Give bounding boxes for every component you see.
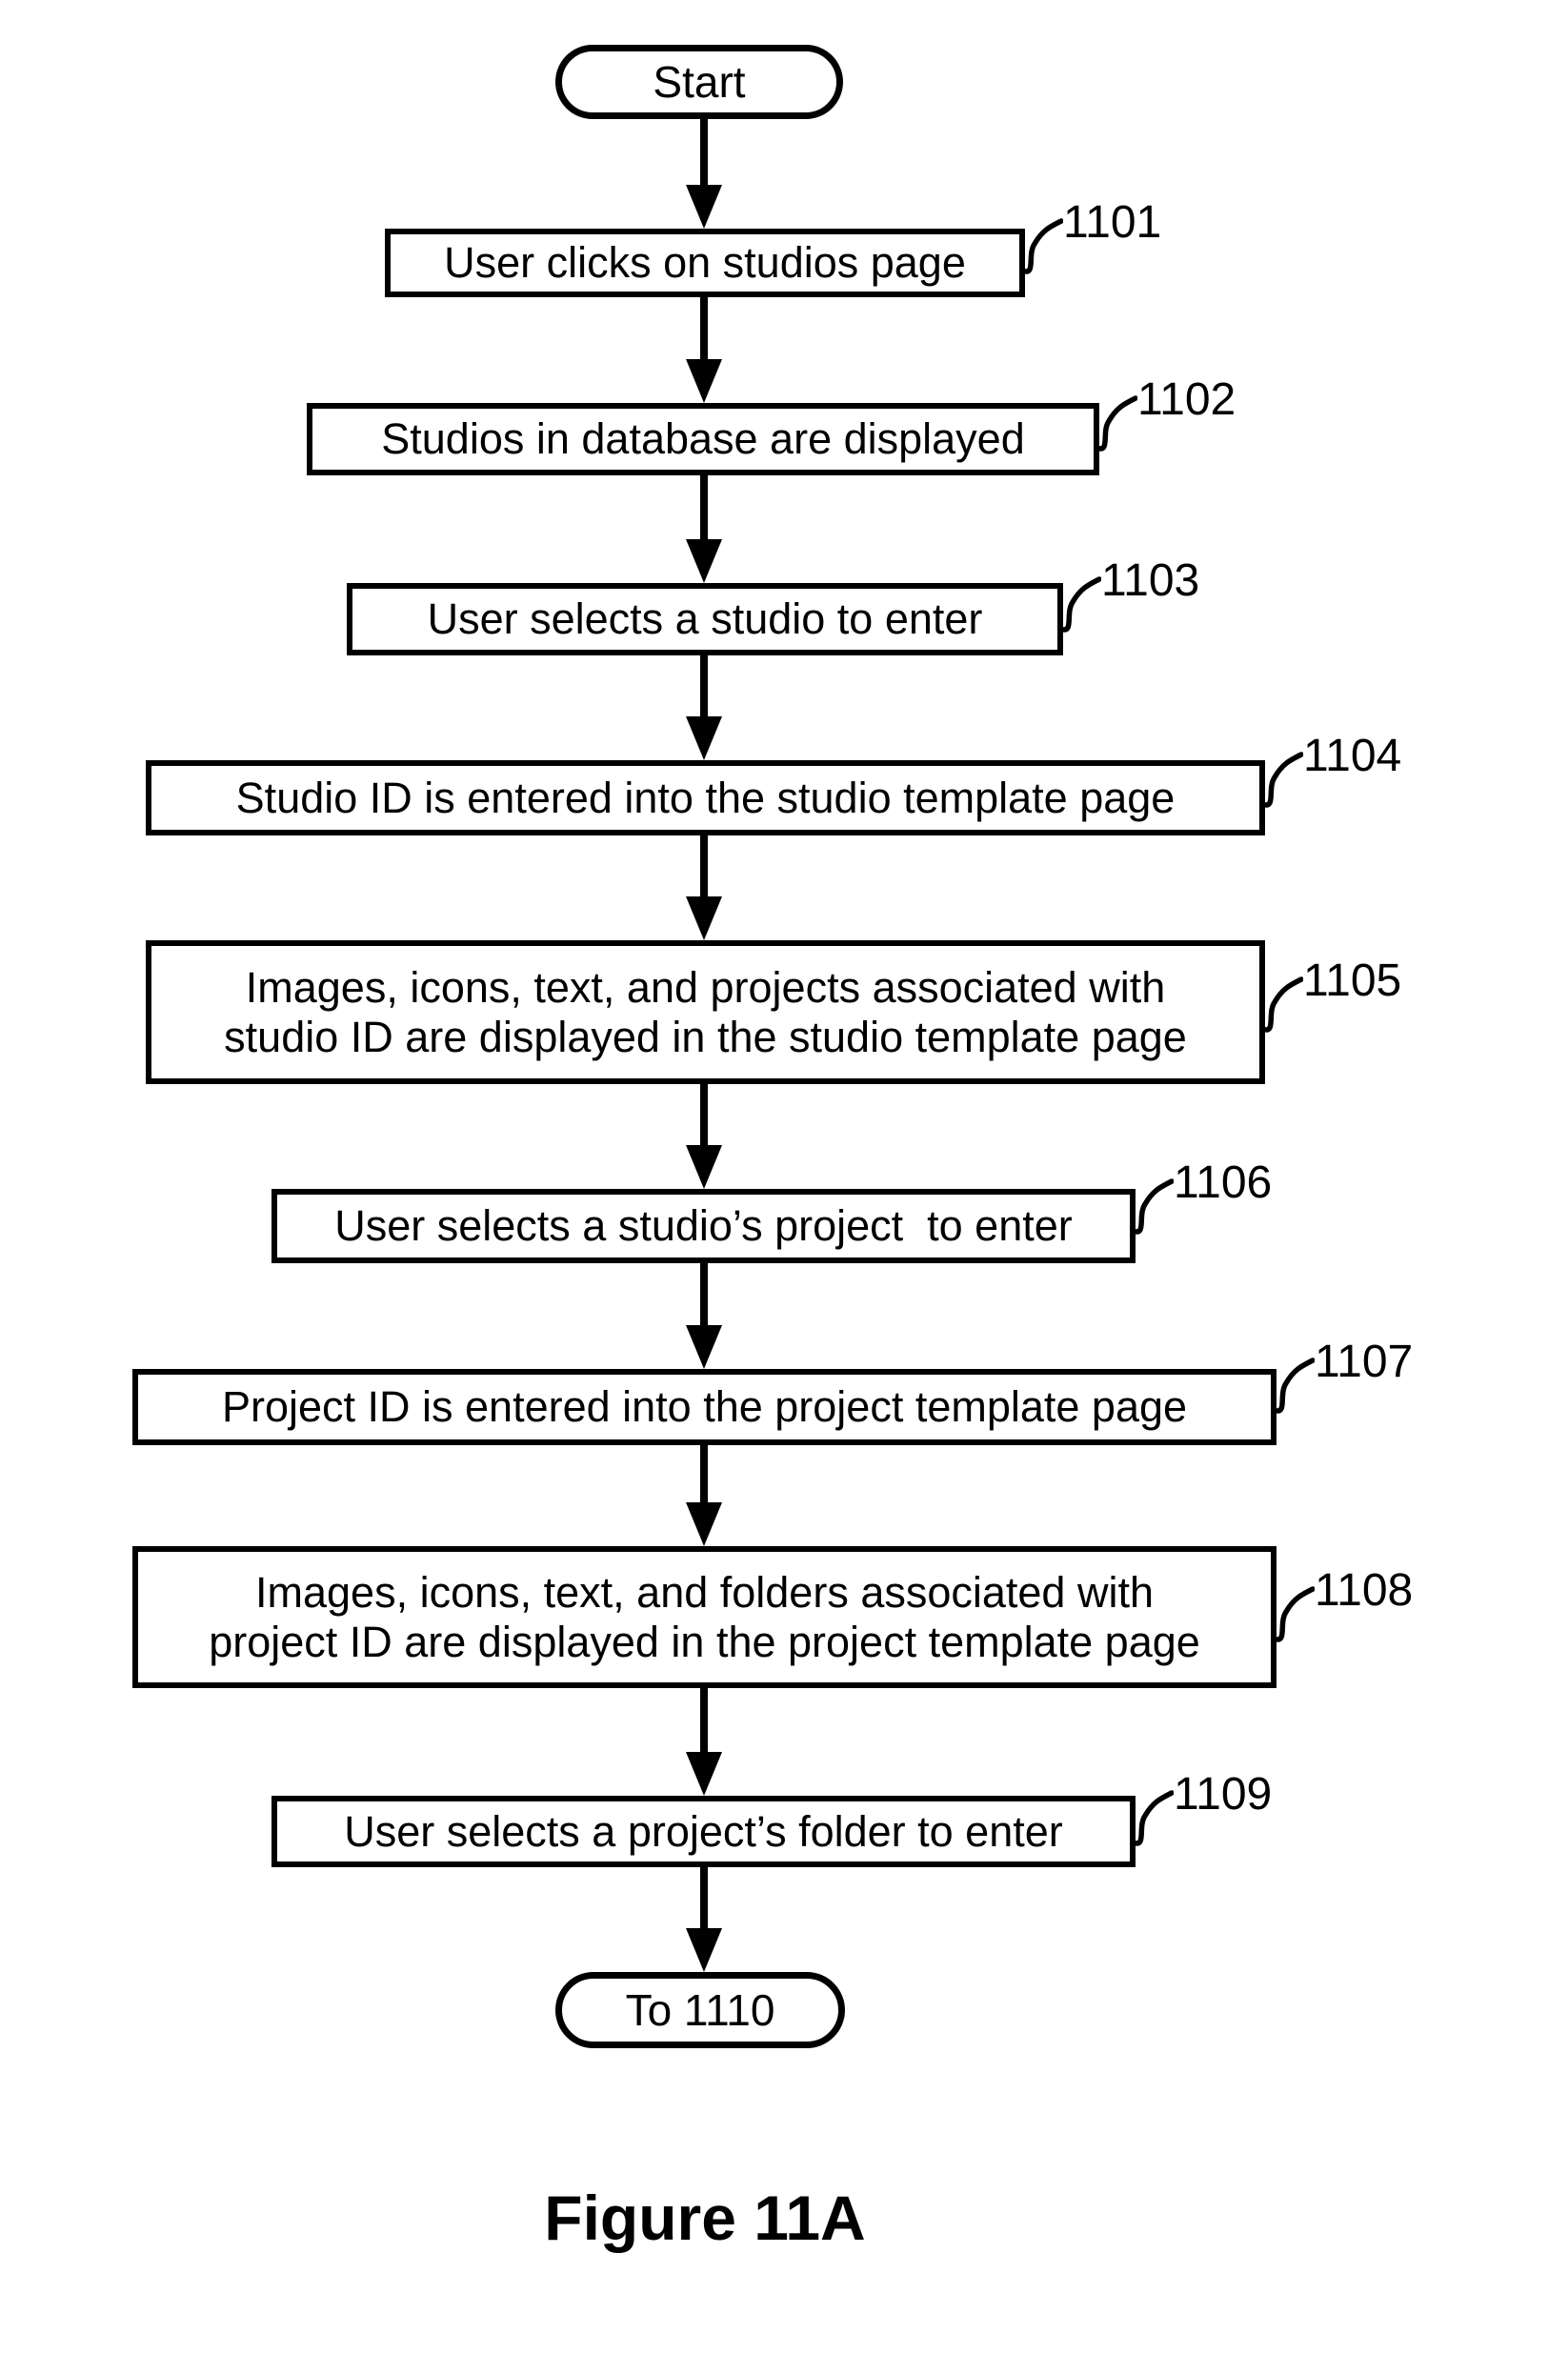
- lead-line-squiggle-icon: [1261, 976, 1303, 1033]
- arrow-head-icon: [686, 539, 722, 583]
- ref-number: 1102: [1137, 374, 1236, 425]
- lead-line-squiggle-icon: [1021, 218, 1063, 274]
- step-box-1109: User selects a project’s folder to enter: [271, 1796, 1136, 1867]
- arrow-head-icon: [686, 359, 722, 403]
- step-text-1102: Studios in database are displayed: [381, 414, 1025, 463]
- end-terminal: To 1110: [555, 1972, 845, 2048]
- ref-number: 1105: [1303, 956, 1402, 1006]
- lead-line-squiggle-icon: [1273, 1586, 1315, 1642]
- arrow-shaft: [700, 1445, 708, 1504]
- ref-number: 1104: [1303, 731, 1402, 781]
- step-text-1106: User selects a studio’s project to enter: [334, 1201, 1073, 1250]
- ref-number: 1106: [1174, 1157, 1273, 1208]
- ref-label-1106: 1106: [1132, 1157, 1273, 1238]
- step-box-1108: Images, icons, text, and folders associa…: [132, 1546, 1277, 1688]
- ref-label-1103: 1103: [1059, 555, 1200, 636]
- ref-label-1109: 1109: [1132, 1769, 1273, 1850]
- step-box-1102: Studios in database are displayed: [307, 403, 1099, 475]
- arrow-head-icon: [686, 1502, 722, 1546]
- flow-arrow-1106-1107: [685, 1263, 723, 1369]
- flow-arrow-start-1101: [685, 119, 723, 229]
- ref-label-1102: 1102: [1096, 374, 1236, 455]
- arrow-head-icon: [686, 1752, 722, 1796]
- step-text-1107: Project ID is entered into the project t…: [221, 1382, 1188, 1431]
- step-text-1105: Images, icons, text, and projects associ…: [224, 962, 1187, 1061]
- flow-arrow-1107-1108: [685, 1445, 723, 1546]
- arrow-shaft: [700, 655, 708, 718]
- arrow-shaft: [700, 1688, 708, 1754]
- step-text-1104: Studio ID is entered into the studio tem…: [235, 773, 1176, 822]
- flow-arrow-1104-1105: [685, 835, 723, 940]
- arrow-shaft: [700, 1867, 708, 1930]
- lead-line-squiggle-icon: [1132, 1790, 1174, 1846]
- arrow-shaft: [700, 1263, 708, 1327]
- ref-label-1107: 1107: [1273, 1337, 1414, 1418]
- step-box-1107: Project ID is entered into the project t…: [132, 1369, 1277, 1445]
- flow-arrow-1102-1103: [685, 475, 723, 583]
- lead-line-squiggle-icon: [1096, 395, 1137, 452]
- start-label: Start: [653, 57, 746, 107]
- arrow-shaft: [700, 119, 708, 187]
- ref-label-1101: 1101: [1021, 197, 1162, 278]
- end-label: To 1110: [625, 1985, 775, 2035]
- lead-line-squiggle-icon: [1059, 576, 1101, 633]
- arrow-head-icon: [686, 896, 722, 940]
- arrow-shaft: [700, 475, 708, 541]
- ref-label-1105: 1105: [1261, 956, 1401, 1036]
- step-text-1103: User selects a studio to enter: [427, 594, 983, 643]
- flow-arrow-1103-1104: [685, 655, 723, 760]
- step-box-1106: User selects a studio’s project to enter: [271, 1189, 1136, 1263]
- ref-number: 1103: [1101, 555, 1200, 606]
- lead-line-squiggle-icon: [1261, 752, 1303, 808]
- step-text-1108: Images, icons, text, and folders associa…: [209, 1567, 1200, 1666]
- ref-number: 1101: [1063, 197, 1162, 248]
- lead-line-squiggle-icon: [1273, 1358, 1315, 1414]
- step-text-1101: User clicks on studios page: [444, 238, 966, 287]
- ref-label-1108: 1108: [1273, 1565, 1414, 1646]
- flow-arrow-1108-1109: [685, 1688, 723, 1796]
- arrow-head-icon: [686, 716, 722, 760]
- flow-arrow-1105-1106: [685, 1084, 723, 1189]
- step-text-1109: User selects a project’s folder to enter: [344, 1806, 1063, 1856]
- arrow-shaft: [700, 1084, 708, 1147]
- step-box-1105: Images, icons, text, and projects associ…: [146, 940, 1265, 1084]
- lead-line-squiggle-icon: [1132, 1178, 1174, 1235]
- arrow-shaft: [700, 297, 708, 361]
- arrow-head-icon: [686, 1145, 722, 1189]
- step-box-1101: User clicks on studios page: [385, 229, 1025, 297]
- arrow-head-icon: [686, 185, 722, 229]
- ref-number: 1107: [1315, 1337, 1414, 1387]
- arrow-head-icon: [686, 1325, 722, 1369]
- flow-arrow-1101-1102: [685, 297, 723, 403]
- start-terminal: Start: [555, 45, 843, 119]
- step-box-1104: Studio ID is entered into the studio tem…: [146, 760, 1265, 835]
- arrow-shaft: [700, 835, 708, 898]
- ref-number: 1109: [1174, 1769, 1273, 1820]
- ref-label-1104: 1104: [1261, 731, 1402, 812]
- figure-caption: Figure 11A: [544, 2183, 866, 2253]
- arrow-head-icon: [686, 1928, 722, 1972]
- step-box-1103: User selects a studio to enter: [347, 583, 1063, 655]
- ref-number: 1108: [1315, 1565, 1414, 1616]
- flow-arrow-1109-end: [685, 1867, 723, 1972]
